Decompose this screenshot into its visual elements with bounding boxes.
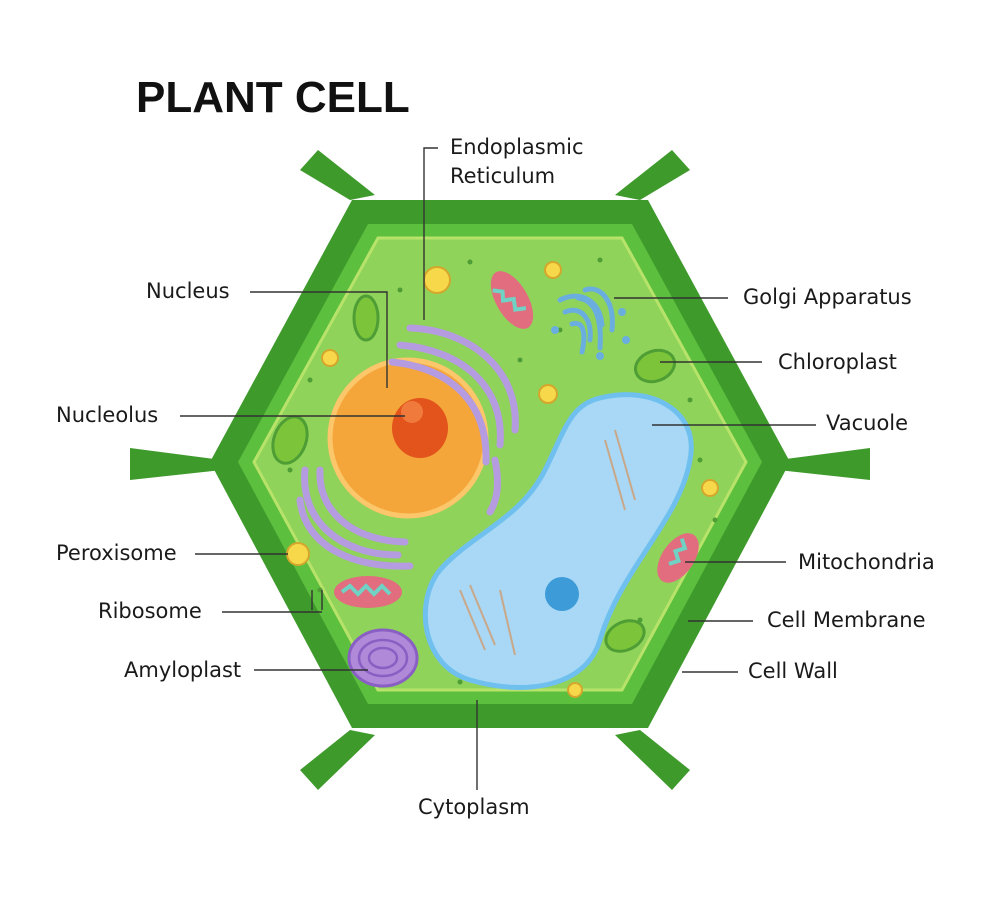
peroxisomes — [286, 261, 719, 698]
label-peroxisome: Peroxisome — [56, 541, 177, 565]
amyloplast — [347, 628, 419, 688]
label-mitochondria: Mitochondria — [798, 550, 935, 574]
mitochondria — [334, 271, 699, 608]
golgi-vesicles — [551, 308, 630, 360]
label-endoplasmic-reticulum-line2: Reticulum — [450, 164, 555, 188]
label-cell-wall: Cell Wall — [748, 659, 838, 683]
cell-wall-junctions — [130, 150, 870, 790]
label-nucleus: Nucleus — [146, 279, 230, 303]
vacuole-granule — [545, 577, 579, 611]
label-chloroplast: Chloroplast — [778, 350, 897, 374]
label-cytoplasm: Cytoplasm — [418, 795, 530, 819]
label-vacuole: Vacuole — [826, 411, 908, 435]
chloroplasts — [271, 294, 676, 653]
label-endoplasmic-reticulum-line1: Endoplasmic — [450, 135, 584, 159]
label-amyloplast: Amyloplast — [124, 658, 241, 682]
diagram-title: PLANT CELL — [136, 73, 410, 122]
label-nucleolus: Nucleolus — [56, 403, 158, 427]
golgi-apparatus — [557, 286, 615, 355]
labels: Endoplasmic Reticulum Nucleus Golgi Appa… — [56, 135, 935, 819]
nucleolus-inner — [401, 401, 423, 423]
label-ribosome: Ribosome — [98, 599, 202, 623]
leader-lines — [180, 147, 816, 790]
vacuole-strands — [459, 429, 636, 656]
label-golgi-apparatus: Golgi Apparatus — [743, 285, 912, 309]
label-cell-membrane: Cell Membrane — [767, 608, 925, 632]
endoplasmic-reticulum — [296, 324, 519, 570]
